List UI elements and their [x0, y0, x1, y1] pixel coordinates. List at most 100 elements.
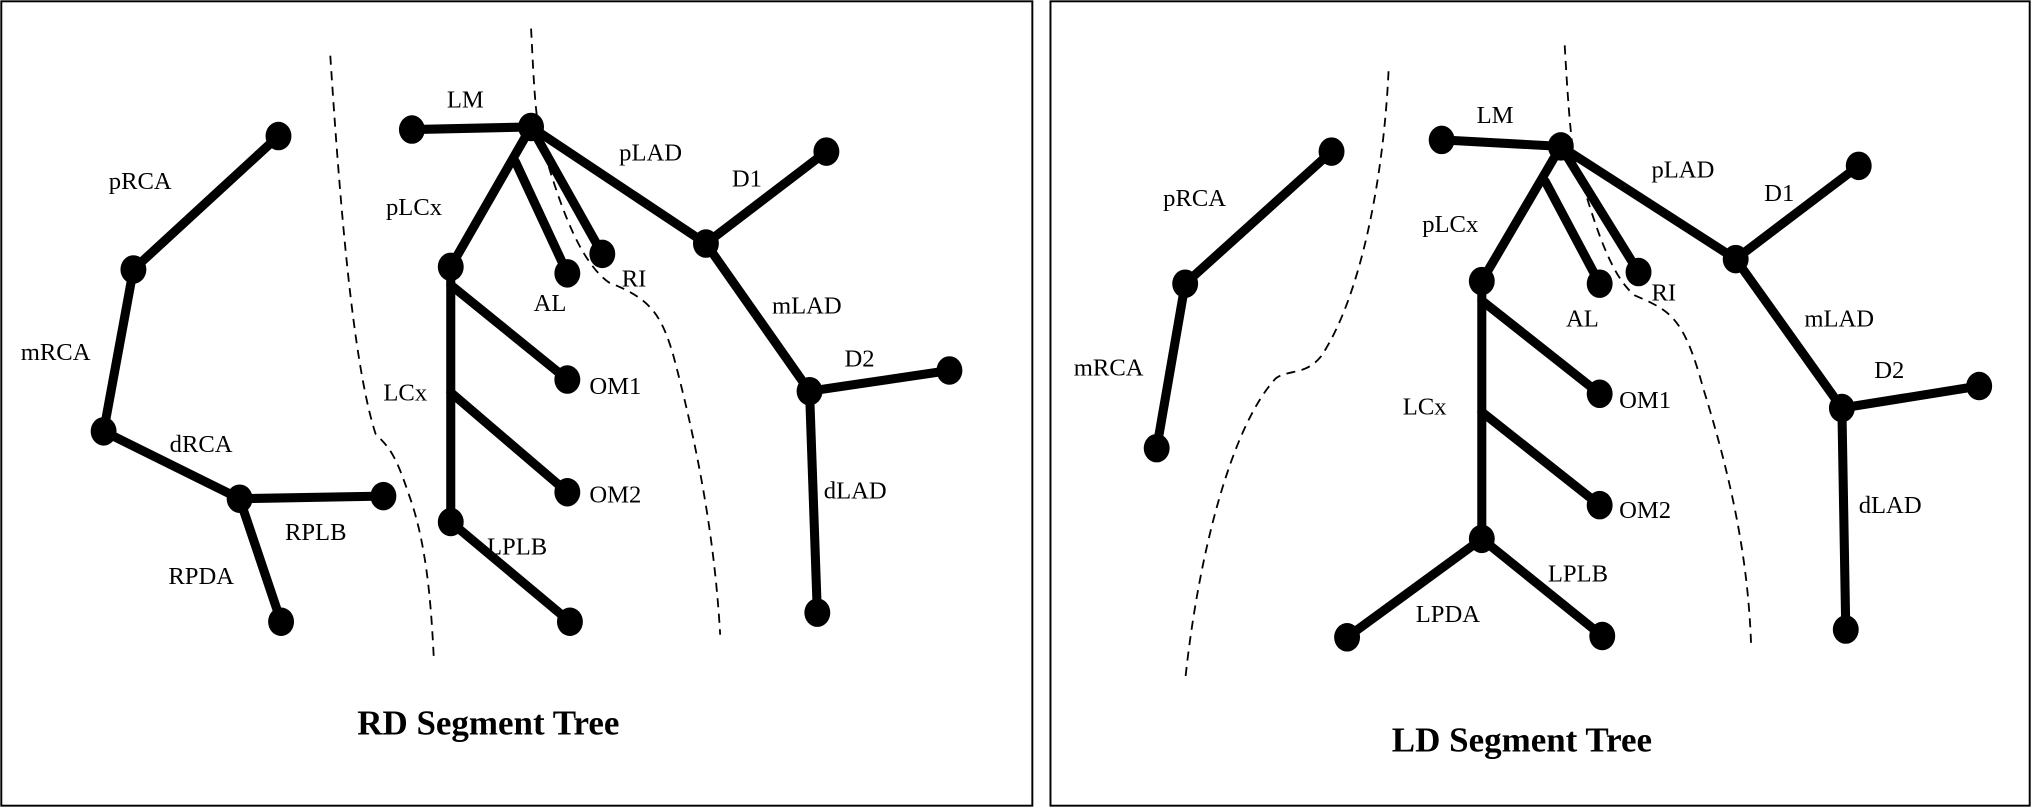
segment-label-plad: pLAD [1651, 156, 1714, 183]
segment-node [1586, 379, 1613, 409]
segment-node [1722, 244, 1749, 274]
vessel-segment [1837, 403, 1851, 635]
segment-label-al: AL [1566, 305, 1599, 332]
vessel-segment [235, 491, 388, 504]
segment-node [226, 484, 253, 513]
ld-segment-tree-panel: LD Segment Tree LMpLADD1pLCxALRImLADD2LC… [1049, 0, 2031, 807]
vessel-segment [99, 426, 245, 504]
vessel-segment [407, 122, 536, 135]
vessel-segment [1152, 279, 1190, 453]
vessel-segment [128, 131, 284, 274]
vessel-segment [701, 147, 831, 249]
segment-node [370, 481, 397, 511]
segment-node [1428, 125, 1455, 155]
vessel-segment [701, 238, 815, 396]
territory-boundary-dashed-line [329, 55, 435, 661]
segment-node [265, 121, 292, 151]
segment-label-rpda: RPDA [168, 563, 234, 590]
vessel-segment [1556, 141, 1741, 264]
segment-label-dlad: dLAD [1859, 492, 1922, 519]
vessel-segment [1731, 254, 1847, 413]
segment-label-lcx: LCx [1403, 394, 1447, 421]
vessel-segment [1437, 135, 1566, 151]
vessel-segment [1731, 161, 1864, 264]
segment-label-prca: pRCA [1163, 185, 1226, 212]
segment-label-lcx: LCx [383, 379, 427, 406]
panel-title: RD Segment Tree [357, 703, 619, 742]
segment-node [692, 229, 719, 258]
segment-node [1172, 269, 1199, 298]
segment-node [90, 417, 117, 446]
segment-node [554, 259, 581, 288]
segment-node [437, 507, 464, 537]
segment-label-lplb: LPLB [1548, 561, 1608, 588]
segment-node [1625, 257, 1652, 287]
segment-node [1318, 137, 1345, 166]
segment-label-plad: pLAD [619, 140, 682, 167]
segment-label-drca: dRCA [170, 431, 233, 458]
segment-node [1589, 621, 1616, 651]
segment-node [554, 365, 581, 394]
segment-label-om2: OM2 [589, 482, 641, 509]
segment-label-al: AL [534, 290, 567, 317]
segment-node [268, 607, 295, 637]
segment-node [120, 255, 147, 284]
segment-node [398, 115, 425, 144]
segment-node [1586, 269, 1613, 298]
segment-label-ri: RI [622, 265, 647, 292]
segment-label-d1: D1 [732, 166, 762, 193]
vessel-segment [446, 517, 575, 627]
segment-node [589, 239, 616, 269]
vessel-segment [526, 122, 711, 249]
segment-node [1334, 623, 1361, 652]
segment-label-om1: OM1 [1619, 387, 1671, 414]
segment-label-rplb: RPLB [285, 519, 347, 546]
vessel-segment [1477, 141, 1566, 286]
segment-label-d1: D1 [1764, 180, 1794, 207]
segment-label-lm: LM [447, 87, 484, 114]
segment-node [1966, 371, 1993, 401]
segment-label-plcx: pLCx [1422, 211, 1478, 238]
segment-node [936, 356, 963, 385]
vessel-segment [1180, 147, 1337, 289]
segment-label-lpda: LPDA [1416, 601, 1480, 628]
segment-node [1468, 524, 1495, 554]
segment-node [1586, 490, 1613, 520]
segment-label-mrca: mRCA [1074, 355, 1144, 382]
segment-label-lplb: LPLB [487, 533, 547, 560]
vessel-segment [446, 280, 572, 385]
vessel-segment [1477, 407, 1605, 510]
segment-label-mrca: mRCA [21, 339, 91, 366]
segment-label-dlad: dLAD [824, 478, 887, 505]
vessel-segment [1556, 141, 1644, 277]
panel-title: LD Segment Tree [1392, 720, 1652, 759]
vessel-segment [1540, 176, 1605, 289]
vessel-segment [510, 157, 572, 278]
segment-label-om2: OM2 [1619, 497, 1671, 524]
panel-frame [0, 0, 1034, 807]
segment-node [554, 477, 581, 507]
vessel-segment [1477, 295, 1605, 399]
segment-label-plcx: pLCx [386, 194, 442, 221]
vessel-segment [1342, 534, 1487, 642]
segment-node [1547, 132, 1574, 161]
segment-node [813, 137, 840, 166]
vessel-segment [805, 365, 954, 396]
vessel-segment [1837, 381, 1984, 413]
segment-node [1828, 393, 1855, 423]
vessel-segment [446, 387, 572, 497]
vessel-segment [235, 494, 286, 627]
segment-label-ri: RI [1651, 280, 1676, 307]
vessel-segment [99, 264, 138, 436]
territory-boundary-dashed-line [1184, 71, 1390, 681]
segment-node [1845, 151, 1872, 181]
segment-node [1832, 615, 1859, 644]
segment-label-mlad: mLAD [1804, 305, 1874, 332]
vessel-segment [446, 122, 536, 272]
segment-label-mlad: mLAD [772, 292, 842, 319]
segment-label-d2: D2 [1874, 357, 1904, 384]
segment-label-d2: D2 [845, 346, 875, 373]
segment-node [804, 598, 831, 627]
